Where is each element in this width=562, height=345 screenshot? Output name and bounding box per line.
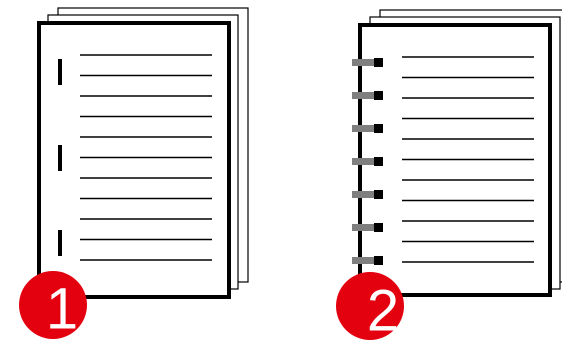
ring-hole (374, 223, 383, 232)
ring-hole (374, 124, 383, 133)
badge-label-2: 2 (367, 279, 399, 344)
ring-hole (374, 157, 383, 166)
staple-mark (58, 230, 62, 256)
ring-hole (374, 190, 383, 199)
ring-hole (374, 256, 383, 265)
staple-mark (58, 145, 62, 171)
figure-number-badge-2: 2 (336, 272, 404, 344)
ring-bound-document-figure: 2 (336, 10, 562, 344)
figure-number-badge-1: 1 (19, 271, 87, 342)
ring-hole (374, 91, 383, 100)
front-page (39, 23, 229, 297)
badge-label-1: 1 (46, 277, 78, 342)
ring-hole (374, 58, 383, 67)
stapled-document-figure: 1 (19, 8, 248, 342)
staple-mark (58, 59, 62, 85)
